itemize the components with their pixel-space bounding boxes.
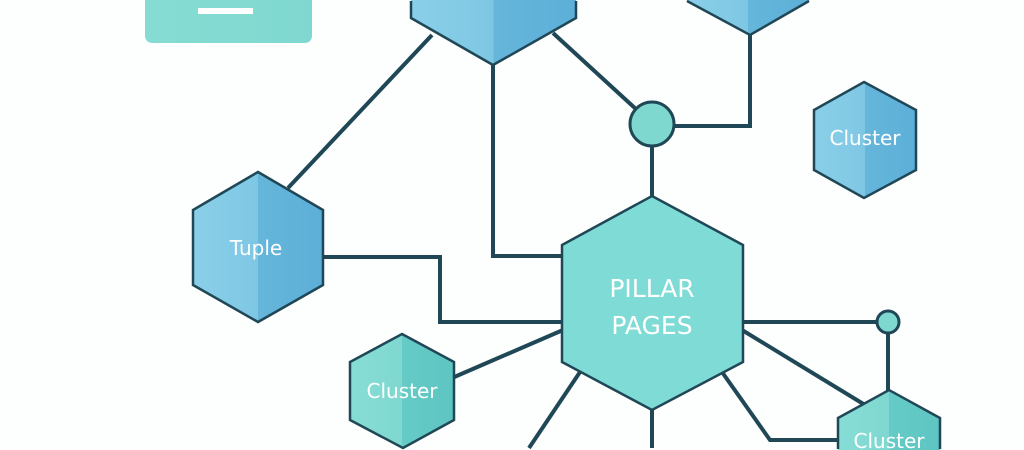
edge-cluster-bl-pillar [451,328,564,380]
tuple-label: Tuple [229,236,282,260]
node-top-hex-left[interactable] [409,0,578,67]
edge-pillar-down-left [527,370,582,450]
node-top-hex-right[interactable] [686,0,810,37]
node-tuple[interactable]: Tuple [191,170,325,324]
node-pillar-pages[interactable]: PILLAR PAGES [560,194,745,412]
cluster-label: Cluster [830,126,902,150]
top-card[interactable] [145,0,312,43]
edge-tophex-tuple [286,33,434,190]
node-cluster-bottom-left[interactable]: Cluster [348,332,456,450]
node-cluster-top-right[interactable]: Cluster [812,80,918,200]
card-bar-icon [198,8,253,14]
edge-tophex-junction [551,31,639,112]
edges [286,31,890,450]
edge-tuple-pillar [323,255,563,324]
junction-node[interactable] [628,100,676,148]
node-cluster-bottom-right[interactable]: Cluster [836,388,942,450]
edge-pillar-cluster-br [740,328,872,410]
pillar-label-line2: PAGES [611,311,692,340]
edge-pillar-cluster-br-2 [720,370,843,442]
junction-node-small[interactable] [875,309,901,335]
edge-tophex-pillar [491,62,564,258]
cluster-label: Cluster [854,429,926,450]
cluster-label: Cluster [367,379,439,403]
edge-junction-tophex-right [672,32,752,128]
pillar-label-line1: PILLAR [609,274,694,303]
